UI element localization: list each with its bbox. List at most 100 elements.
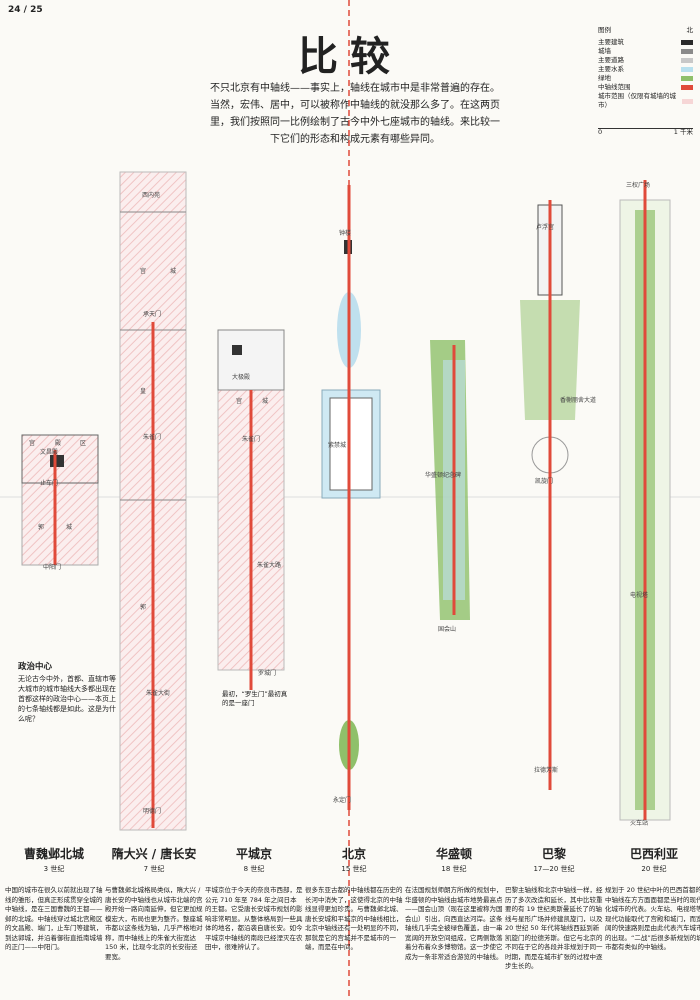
ye-city-area [21,434,99,566]
brasilia-label-sanquan: 三权广场 [626,182,651,189]
legend-item-label: 绿地 [598,74,611,82]
legend-item: 城墙 [598,47,693,56]
legend-swatch [681,40,693,45]
nara-label-zhuque: 朱雀门 [242,436,261,443]
page-number: 24 / 25 [8,5,43,15]
changan-label-chengtian: 承天门 [143,311,162,318]
city-column: 华盛顿 18 世纪在法国规划师朗方所做的规划中，华盛顿的中轴线由城市地势最高点——… [405,845,503,962]
beijing-label-zhonglou: 钟楼 [339,230,352,237]
ye-label-qu: 区 [80,440,87,447]
city-name: 平城京 [235,847,272,861]
paris-map [520,200,580,790]
city-name: 曹魏邺北城 [23,847,84,861]
legend-item-label: 城墙 [598,47,611,55]
legend-swatch [681,58,693,63]
legend-swatch [681,76,693,81]
ye-label-gong: 宫 [29,440,36,447]
washington-map [430,340,470,620]
legend-swatch [681,85,693,90]
legend-swatch [681,98,693,104]
nara-label-luocheng: 罗城门 [258,670,277,677]
city-name: 华盛顿 [435,847,472,861]
ye-label-dian: 殿 [55,440,62,447]
city-description: 巴黎主轴线和北京中轴线一样，经历了多次改造和延长，其中比较重要的有 19 世纪奥… [505,886,603,970]
city-era: 8 世纪 [243,865,265,873]
city-era: 18 世纪 [441,865,467,873]
beijing-map [321,185,381,810]
changan-map [119,171,187,831]
paris-label-defense: 拉德芳斯 [534,767,559,774]
changan-label-gong: 宫 [140,268,147,275]
nara-label-daiji: 大极殿 [232,374,251,381]
legend: 图例北 主要建筑城墙主要道路主要水系绿地中轴线范围城市范围（仅限有城墙的城市） … [598,26,693,136]
ye-palace-wall [21,434,99,484]
city-era: 3 世纪 [43,865,65,873]
ye-hall [50,455,64,467]
city-era: 15 世纪 [341,865,367,873]
dc-label-jinianbei: 华盛顿纪念碑 [425,472,462,479]
changan-label-mingde: 明德门 [143,808,162,815]
nara-hall [232,345,242,355]
city-description: 与曹魏邺北城格局类似，隋大兴 / 唐长安的中轴线也从城市北端的宫殿开始一路向南延… [105,886,203,961]
changan-label-huang: 皇 [140,388,147,395]
city-column: 巴西利亚 20 世纪规划于 20 世纪中叶的巴西首都的中轴线在方方面面都是当时的现… [605,845,700,953]
legend-item-label: 城市范围（仅限有城墙的城市） [598,92,676,109]
legend-swatch [681,49,693,54]
beijing-label-yongdingmen: 永定门 [333,797,352,804]
legend-item-label: 主要建筑 [598,38,624,46]
city-description: 中国的城市在很久以前就出现了轴线的雏形，但真正形成贯穿全城的中轴线，是在三国曹魏… [5,886,103,951]
legend-swatch [681,67,693,72]
intro-paragraph: 不只北京有中轴线——事实上，轴线在城市中是非常普遍的存在。当然，宏伟、居中，可以… [210,83,500,145]
city-name: 隋大兴 / 唐长安 [111,847,197,861]
ye-map [21,434,99,566]
legend-item-label: 主要道路 [598,56,624,64]
city-column: 北京 15 世纪很多东亚古都的中轴线都在历史的长河中消失了，这使得北京的中轴线显得… [305,845,403,953]
paris-label-arc: 凯旋门 [535,478,554,485]
city-era: 20 世纪 [641,865,667,873]
nara-label-gong: 宫 [236,398,243,405]
nara-callout: 最初，“罗生门”最初真的是一座门 [222,690,288,707]
ye-label-zhiche: 止车门 [40,480,59,487]
nara-map [217,329,285,690]
city-description: 很多东亚古都的中轴线都在历史的长河中消失了，这使得北京的中轴线显得更加珍贵。与曹… [305,886,403,951]
legend-heading: 图例 [598,26,611,34]
political-note: 政治中心 无论古今中外，首都、直辖市等大城市的城市轴线大多都出现在首都这样的政治… [18,662,118,724]
changan-label-zhuque: 朱雀门 [143,434,162,441]
brasilia-map [619,180,671,821]
changan-label-cheng: 城 [170,268,177,275]
beijing-forbidden-city [329,397,373,491]
city-era: 17—20 世纪 [533,865,575,873]
legend-item: 中轴线范围 [598,83,693,92]
city-column: 曹魏邺北城 3 世纪中国的城市在很久以前就出现了轴线的雏形，但真正形成贯穿全城的中… [5,845,103,953]
changan-label-guo: 郭 [140,604,147,611]
city-description: 规划于 20 世纪中叶的巴西首都的中轴线在方方面面都是当时的现代化城市的代表。火… [605,886,700,951]
city-name: 巴西利亚 [629,847,678,861]
changan-label-xinei: 西内苑 [142,192,161,199]
legend-item-label: 主要水系 [598,65,624,73]
political-note-heading: 政治中心 [18,662,53,672]
paris-label-champs: 香榭丽舍大道 [560,397,597,404]
legend-item-label: 中轴线范围 [598,83,631,91]
nara-label-cheng: 城 [262,398,269,405]
scale-bar: 0 1 千米 [598,114,693,136]
paris-label-louvre: 卢浮宫 [536,224,555,231]
city-description: 在法国规划师朗方所做的规划中，华盛顿的中轴线由城市地势最高点——国会山顶（现在这… [405,886,503,961]
brasilia-label-tv: 电视塔 [630,592,649,599]
scale-start: 0 [598,128,603,136]
brasilia-label-station: 火车站 [630,820,649,827]
city-name: 北京 [341,847,366,861]
legend-item: 主要道路 [598,56,693,65]
legend-item: 主要建筑 [598,38,693,47]
ye-label-guo: 郭 [38,524,45,531]
legend-item: 城市范围（仅限有城墙的城市） [598,92,693,110]
legend-item: 绿地 [598,74,693,83]
scale-end: 1 千米 [673,128,693,136]
political-note-text: 无论古今中外，首都、直辖市等大城市的城市轴线大多都出现在首都这样的政治中心——本… [18,675,116,723]
page-title: 比较 [298,33,402,80]
nara-palace [217,329,285,391]
changan-label-zhuquedajie: 朱雀大街 [146,690,171,697]
